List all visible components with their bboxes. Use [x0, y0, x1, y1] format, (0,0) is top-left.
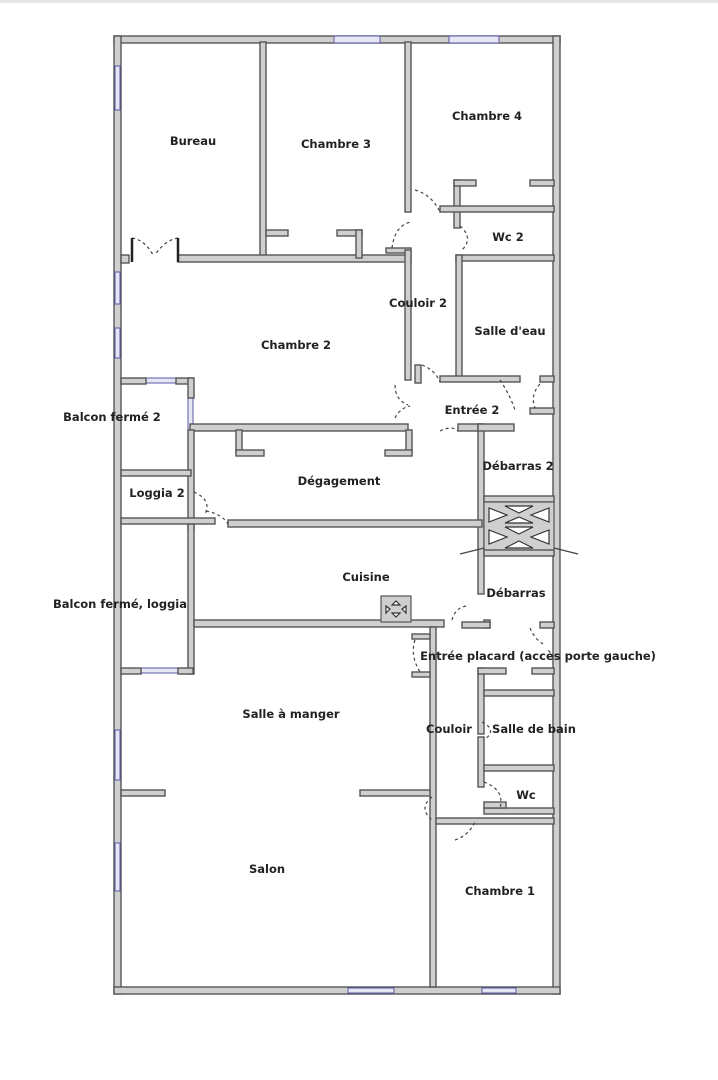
label-degagement: Dégagement	[298, 474, 381, 488]
doors	[130, 189, 546, 841]
window-chambre-2a	[114, 271, 121, 305]
label-wc: Wc	[516, 788, 536, 802]
top-border	[0, 0, 718, 3]
label-chambre-4: Chambre 4	[452, 109, 522, 123]
label-salon: Salon	[249, 862, 285, 876]
label-couloir-2: Couloir 2	[389, 296, 447, 310]
label-debarras: Débarras	[486, 586, 545, 600]
window-chambre-4	[448, 35, 500, 44]
label-couloir: Couloir	[426, 722, 472, 736]
label-wc-2: Wc 2	[492, 230, 524, 244]
label-bureau: Bureau	[170, 134, 216, 148]
label-salle-de-bain: Salle de bain	[492, 722, 576, 736]
label-entree-2: Entrée 2	[445, 403, 500, 417]
window-chambre-2b	[114, 327, 121, 359]
window-loggia-bottom	[139, 667, 181, 674]
label-entree-placard: Entrée placard (accès porte gauche)	[420, 649, 656, 663]
window-bureau	[114, 65, 121, 111]
window-salon-bottom	[347, 987, 395, 994]
label-debarras-2: Débarras 2	[482, 459, 553, 473]
interior-walls	[120, 41, 555, 988]
window-chambre-1	[481, 987, 517, 994]
label-cuisine: Cuisine	[342, 570, 390, 584]
label-salle-deau: Salle d'eau	[474, 324, 545, 338]
label-loggia-2: Loggia 2	[129, 486, 184, 500]
room-labels: Bureau Chambre 3 Chambre 4 Wc 2 Couloir …	[53, 109, 656, 898]
window-salle-a-manger	[114, 729, 121, 781]
window-chambre-3	[333, 35, 381, 44]
shaft-symbols	[385, 505, 579, 618]
label-salle-a-manger: Salle à manger	[242, 707, 339, 721]
label-chambre-3: Chambre 3	[301, 137, 371, 151]
label-chambre-2: Chambre 2	[261, 338, 331, 352]
window-salon	[114, 842, 121, 892]
window-balcon-2-top	[144, 377, 178, 384]
label-balcon-ferme-loggia: Balcon fermé, loggia	[53, 597, 187, 611]
label-chambre-1: Chambre 1	[465, 884, 535, 898]
label-balcon-ferme-2: Balcon fermé 2	[63, 410, 161, 424]
